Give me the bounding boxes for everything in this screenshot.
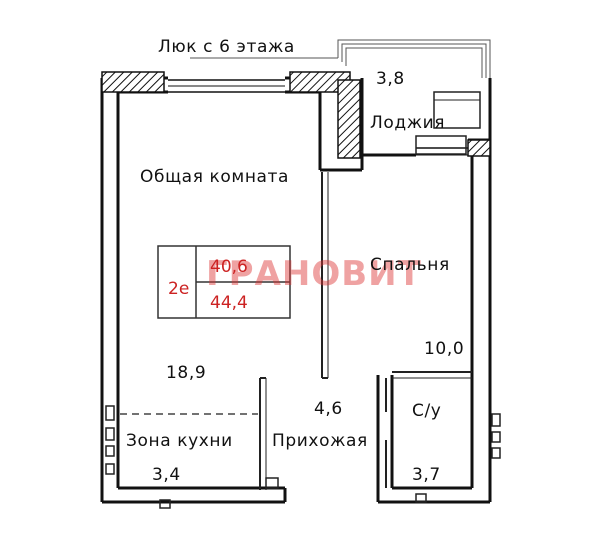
hallway-label: Прихожая bbox=[272, 431, 368, 451]
rooms-count-label: 2е bbox=[168, 279, 189, 299]
bedroom-label: Спальня bbox=[370, 255, 450, 275]
total-area-value: 44,4 bbox=[210, 293, 248, 313]
kitchen-appliance-marks bbox=[105, 405, 279, 509]
area-summary-box bbox=[157, 245, 291, 319]
hallway-area: 4,6 bbox=[314, 399, 343, 419]
loggia-window bbox=[415, 91, 481, 155]
bathroom-area: 3,7 bbox=[412, 465, 441, 485]
hatch-leader-lines bbox=[190, 39, 491, 78]
common-room-area: 18,9 bbox=[166, 363, 206, 383]
bedroom-area: 10,0 bbox=[424, 339, 464, 359]
living-area-value: 40,6 bbox=[210, 257, 248, 277]
loggia-area: 3,8 bbox=[376, 69, 405, 89]
common-room-label: Общая комната bbox=[140, 167, 289, 187]
bathroom-label: С/у bbox=[412, 401, 441, 421]
hatch-note-label: Люк с 6 этажа bbox=[158, 37, 295, 57]
loggia-label: Лоджия bbox=[370, 113, 445, 133]
kitchen-zone-label: Зона кухни bbox=[126, 431, 233, 451]
bathroom-fixture-marks bbox=[415, 413, 501, 503]
hatched-walls bbox=[101, 71, 491, 159]
kitchen-zone-area: 3,4 bbox=[152, 465, 181, 485]
interior-partitions bbox=[259, 172, 472, 490]
watermark-text: ГРАНОВИТ bbox=[206, 254, 422, 294]
